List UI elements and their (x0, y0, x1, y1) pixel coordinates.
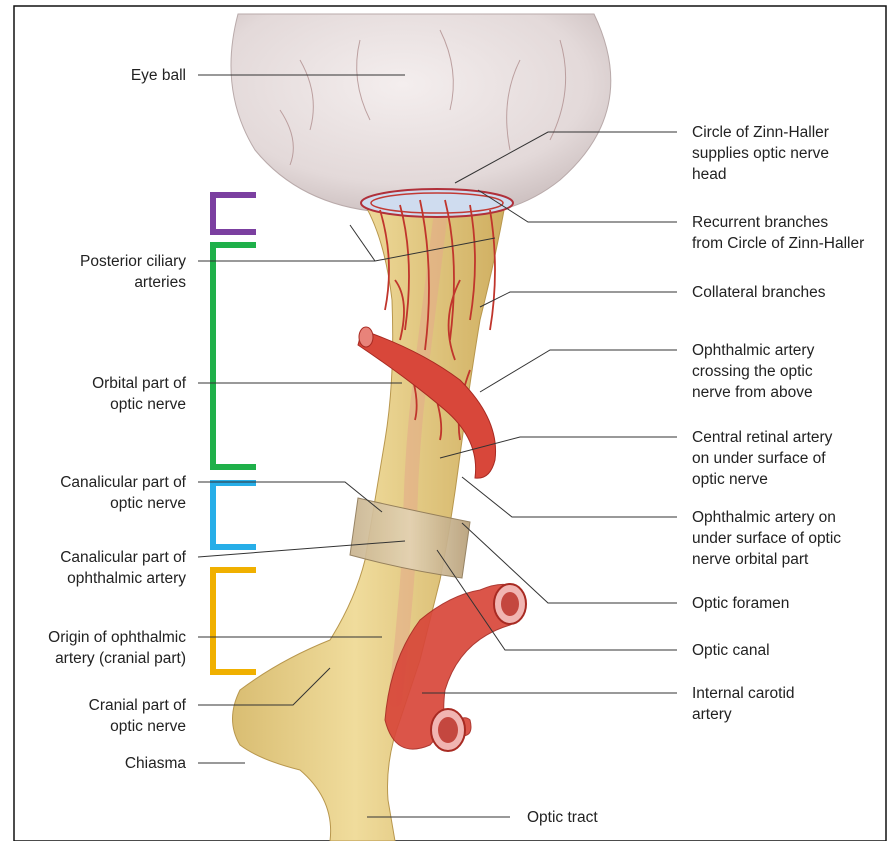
label-optic-canal-line1: Optic canal (692, 640, 770, 661)
label-ophthalmic-under-line2: under surface of optic (692, 528, 841, 549)
label-ophthalmic-under: Ophthalmic artery on under surface of op… (692, 507, 841, 570)
label-central-retinal-line2: on under surface of (692, 448, 832, 469)
label-optic-foramen: Optic foramen (692, 593, 789, 614)
label-origin-ophthalmic-line2: artery (cranial part) (48, 648, 186, 669)
label-optic-foramen-line1: Optic foramen (692, 593, 789, 614)
label-canalicular-nerve-line2: optic nerve (60, 493, 186, 514)
label-cranial-part-line2: optic nerve (89, 716, 186, 737)
label-internal-carotid-line2: artery (692, 704, 795, 725)
label-circle-zinn-line3: head (692, 164, 829, 185)
label-ophthalmic-crossing-line2: crossing the optic (692, 361, 814, 382)
label-central-retinal: Central retinal artery on under surface … (692, 427, 832, 490)
label-recurrent: Recurrent branches from Circle of Zinn-H… (692, 212, 882, 254)
label-ophthalmic-crossing-line1: Ophthalmic artery (692, 340, 814, 361)
label-chiasma-line1: Chiasma (125, 753, 186, 774)
label-canalicular-artery-line2: ophthalmic artery (60, 568, 186, 589)
label-canalicular-nerve: Canalicular part of optic nerve (60, 472, 186, 514)
label-central-retinal-line3: optic nerve (692, 469, 832, 490)
label-posterior-ciliary-line1: Posterior ciliary (80, 251, 186, 272)
label-ophthalmic-under-line3: nerve orbital part (692, 549, 841, 570)
label-optic-tract-line1: Optic tract (527, 807, 598, 828)
label-posterior-ciliary-line2: arteries (80, 272, 186, 293)
label-optic-tract: Optic tract (527, 807, 598, 828)
label-canalicular-nerve-line1: Canalicular part of (60, 472, 186, 493)
label-orbital-part-line1: Orbital part of (92, 373, 186, 394)
label-optic-canal: Optic canal (692, 640, 770, 661)
label-collateral: Collateral branches (692, 282, 826, 303)
label-orbital-part: Orbital part of optic nerve (92, 373, 186, 415)
label-internal-carotid: Internal carotid artery (692, 683, 795, 725)
label-circle-zinn-line1: Circle of Zinn-Haller (692, 122, 829, 143)
label-recurrent-line2: from Circle of Zinn-Haller (692, 233, 882, 254)
label-cranial-part: Cranial part of optic nerve (89, 695, 186, 737)
label-circle-zinn: Circle of Zinn-Haller supplies optic ner… (692, 122, 829, 185)
label-ophthalmic-crossing: Ophthalmic artery crossing the optic ner… (692, 340, 814, 403)
label-orbital-part-line2: optic nerve (92, 394, 186, 415)
label-eye-ball: Eye ball (131, 65, 186, 86)
label-circle-zinn-line2: supplies optic nerve (692, 143, 829, 164)
label-ophthalmic-crossing-line3: nerve from above (692, 382, 814, 403)
label-posterior-ciliary: Posterior ciliary arteries (80, 251, 186, 293)
label-collateral-line1: Collateral branches (692, 282, 826, 303)
label-origin-ophthalmic: Origin of ophthalmic artery (cranial par… (48, 627, 186, 669)
label-cranial-part-line1: Cranial part of (89, 695, 186, 716)
label-chiasma: Chiasma (125, 753, 186, 774)
label-canalicular-artery-line1: Canalicular part of (60, 547, 186, 568)
label-recurrent-line1: Recurrent branches (692, 212, 882, 233)
label-canalicular-artery: Canalicular part of ophthalmic artery (60, 547, 186, 589)
label-eye-ball-line1: Eye ball (131, 65, 186, 86)
label-internal-carotid-line1: Internal carotid (692, 683, 795, 704)
label-origin-ophthalmic-line1: Origin of ophthalmic (48, 627, 186, 648)
label-ophthalmic-under-line1: Ophthalmic artery on (692, 507, 841, 528)
label-central-retinal-line1: Central retinal artery (692, 427, 832, 448)
